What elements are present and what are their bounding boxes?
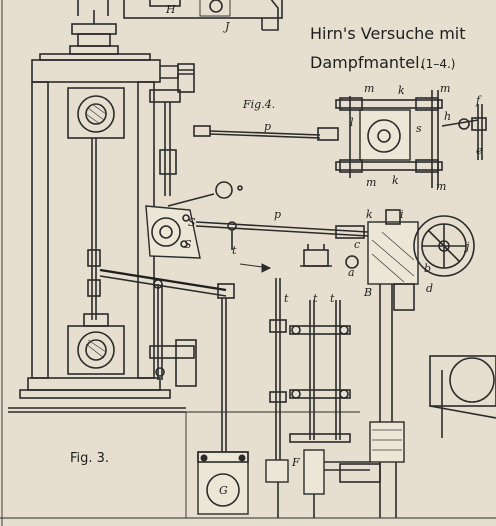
label-t-3: t — [330, 292, 335, 305]
label-B: B — [363, 286, 372, 299]
label-t-2: t — [313, 292, 318, 305]
label-a: a — [348, 266, 355, 279]
label-m-top-left: m — [364, 82, 374, 95]
top-bolts — [77, 0, 109, 16]
label-k-pedestal: k — [366, 208, 373, 221]
engine-frame — [8, 10, 197, 413]
label-m-top-right: m — [440, 82, 450, 95]
figure-4-assembly — [193, 90, 487, 188]
label-e: e — [476, 144, 483, 157]
label-p-fig4: p — [264, 120, 271, 133]
title-line1: Hirn's Versuche mit — [310, 24, 466, 43]
label-J: J — [223, 20, 230, 33]
figure-4-caption: Fig.4. — [242, 98, 275, 111]
label-d: d — [426, 282, 433, 295]
label-m-bottom-right: m — [436, 180, 446, 193]
label-i: i — [400, 208, 404, 221]
foundation — [185, 411, 360, 518]
indicator-G — [197, 451, 249, 515]
label-S-upper: S — [188, 216, 196, 229]
valve-rods — [265, 244, 370, 518]
label-F: F — [291, 456, 300, 469]
label-h: h — [444, 110, 451, 123]
title-figure-range: (1–4.) — [421, 57, 455, 71]
label-s: s — [416, 122, 422, 135]
label-k-top: k — [398, 84, 405, 97]
label-t-1: t — [284, 292, 289, 305]
label-H: H — [165, 3, 176, 16]
pedestal-assembly — [339, 209, 496, 518]
label-p-fig3: p — [274, 208, 281, 221]
label-b: b — [424, 262, 431, 275]
top-figure-hj — [123, 0, 283, 31]
label-k-bottom: k — [392, 174, 399, 187]
label-j: j — [463, 240, 470, 253]
rod-p-fig3 — [195, 221, 369, 250]
label-c: c — [354, 238, 360, 251]
figure-3-caption: Fig. 3. — [70, 451, 109, 466]
label-t-rocker: t — [232, 244, 237, 257]
label-f: f — [475, 94, 482, 107]
label-S-lower: S — [184, 238, 192, 251]
title-line2: Dampfmantel. — [310, 53, 425, 72]
rocker-linkage — [99, 181, 272, 452]
label-l: l — [350, 116, 354, 129]
label-m-bottom-left: m — [366, 176, 376, 189]
label-G: G — [219, 484, 228, 497]
